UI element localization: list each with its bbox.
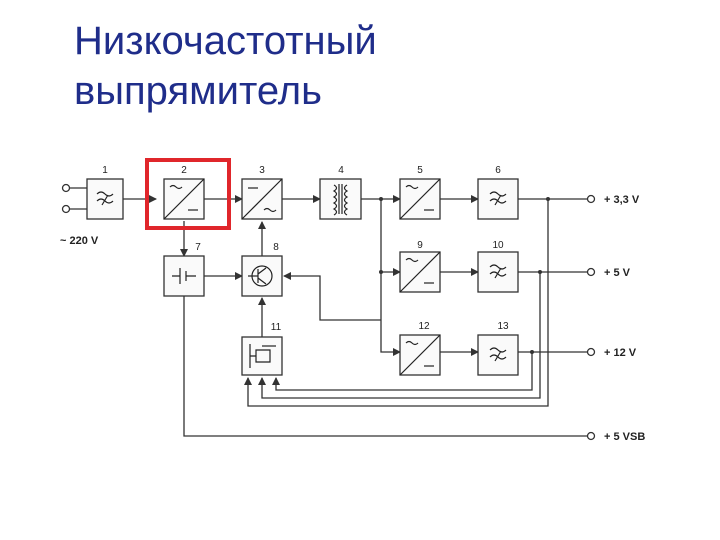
block-number-6: 6 bbox=[495, 165, 501, 176]
block-numbers: 1 2 3 4 5 6 7 8 9 10 11 12 13 bbox=[102, 165, 509, 333]
title-line-2: выпрямитель bbox=[74, 69, 322, 113]
block-number-1: 1 bbox=[102, 165, 108, 176]
highlight-frame bbox=[145, 158, 231, 230]
block-2-rectifier bbox=[163, 178, 205, 220]
block-7-standby-source bbox=[163, 255, 205, 297]
block-number-13: 13 bbox=[497, 321, 509, 332]
block-9-rectifier bbox=[399, 251, 441, 293]
block-number-3: 3 bbox=[259, 165, 265, 176]
block-11-supervisor bbox=[241, 336, 283, 376]
output-terminal-vsb bbox=[586, 431, 596, 441]
block-number-7: 7 bbox=[195, 242, 201, 253]
output-terminal-5 bbox=[586, 267, 596, 277]
input-voltage-label: ~ 220 V bbox=[60, 235, 99, 247]
block-number-10: 10 bbox=[492, 240, 504, 251]
block-10-filter bbox=[477, 251, 519, 293]
block-number-12: 12 bbox=[418, 321, 430, 332]
output-terminal-33 bbox=[586, 194, 596, 204]
block-number-9: 9 bbox=[417, 240, 423, 251]
output-label-5v: + 5 V bbox=[604, 267, 631, 279]
output-label-5vsb: + 5 VSB bbox=[604, 431, 645, 443]
block-3-inverter bbox=[241, 178, 283, 220]
block-number-5: 5 bbox=[417, 165, 423, 176]
block-number-8: 8 bbox=[273, 242, 279, 253]
input-terminal-1 bbox=[61, 183, 71, 193]
block-13-filter bbox=[477, 334, 519, 376]
title-line-1: Низкочастотный bbox=[74, 19, 377, 63]
block-4-transformer bbox=[319, 178, 362, 220]
block-number-4: 4 bbox=[338, 165, 344, 176]
block-12-rectifier bbox=[399, 334, 441, 376]
block-8-control bbox=[241, 255, 283, 297]
block-5-rectifier bbox=[399, 178, 441, 220]
slide-title: Низкочастотный выпрямитель bbox=[74, 16, 377, 116]
input-terminal-2 bbox=[61, 204, 71, 214]
wires bbox=[61, 183, 596, 441]
block-1-filter bbox=[86, 178, 124, 220]
output-label-33v: + 3,3 V bbox=[604, 194, 640, 206]
block-number-2: 2 bbox=[181, 165, 187, 176]
output-label-12v: + 12 V bbox=[604, 347, 637, 359]
block-6-filter bbox=[477, 178, 519, 220]
output-terminal-12 bbox=[586, 347, 596, 357]
block-number-11: 11 bbox=[271, 322, 282, 333]
